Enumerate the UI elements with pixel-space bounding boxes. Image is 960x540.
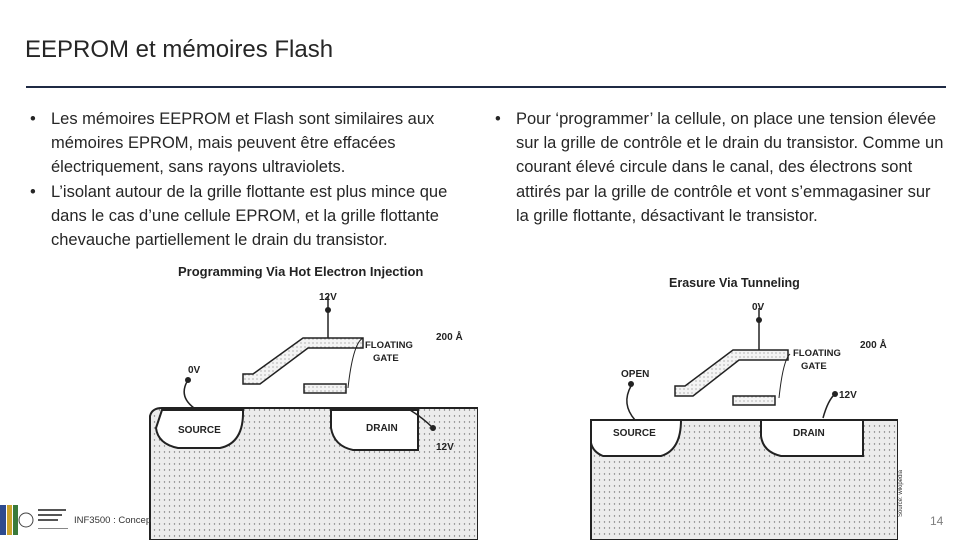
- drain-label: DRAIN: [793, 428, 825, 439]
- floating-gate-label-1: FLOATING: [365, 340, 413, 351]
- drain-voltage: 12V: [839, 390, 857, 401]
- floating-gate-label-2: GATE: [801, 361, 827, 372]
- source-label: SOURCE: [613, 428, 656, 439]
- control-gate: [242, 337, 364, 385]
- bullet-insulator: L’isolant autour de la grille flottante …: [30, 180, 470, 253]
- gate-voltage: 12V: [319, 292, 337, 303]
- source-state: OPEN: [621, 369, 649, 380]
- floating-gate-label-1: FLOATING: [793, 348, 841, 359]
- programming-diagram: Programming Via Hot Electron Injection S…: [149, 264, 478, 540]
- floating-gate: [303, 383, 347, 394]
- source-voltage: 0V: [188, 365, 201, 376]
- drain-region: [330, 409, 419, 451]
- gate-voltage: 0V: [752, 302, 765, 313]
- source-region: [154, 409, 245, 449]
- floating-gate: [732, 395, 776, 406]
- page-number: 14: [930, 514, 944, 528]
- bullet-eeprom-flash: Les mémoires EEPROM et Flash sont simila…: [30, 107, 470, 180]
- thickness-label: 200 Å: [436, 330, 463, 343]
- source-region: [590, 419, 683, 457]
- title-underline: [26, 86, 946, 88]
- slide-title: EEPROM et mémoires Flash: [25, 36, 334, 63]
- right-text-column: Pour ‘programmer’ la cellule, on place u…: [495, 107, 945, 228]
- thickness-label: 200 Å: [860, 338, 887, 351]
- bullet-programming: Pour ‘programmer’ la cellule, on place u…: [495, 107, 945, 228]
- floating-gate-label-2: GATE: [373, 353, 399, 364]
- erasure-title: Erasure Via Tunneling: [669, 276, 800, 290]
- footer-course: INF3500 : Concep: [74, 515, 152, 526]
- left-text-column: Les mémoires EEPROM et Flash sont simila…: [30, 107, 470, 252]
- control-gate: [674, 349, 789, 397]
- erasure-diagram: Erasure Via Tunneling SOURCE DRAIN 0V OP…: [590, 276, 898, 540]
- polytechnique-logo: [0, 505, 68, 535]
- programming-title: Programming Via Hot Electron Injection: [178, 264, 423, 279]
- source-note: Source: wikipédia: [898, 469, 904, 517]
- drain-label: DRAIN: [366, 423, 398, 434]
- drain-region: [760, 419, 864, 457]
- drain-voltage: 12V: [436, 442, 454, 453]
- source-label: SOURCE: [178, 425, 221, 436]
